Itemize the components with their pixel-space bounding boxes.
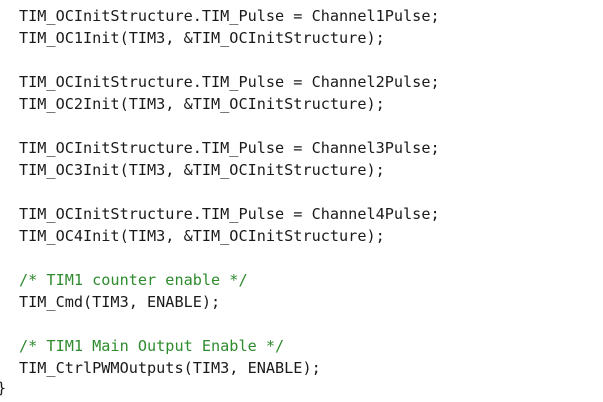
code-line: TIM_OC4Init(TIM3, &TIM_OCInitStructure); — [19, 227, 385, 245]
code-line: TIM_OCInitStructure.TIM_Pulse = Channel1… — [19, 7, 440, 25]
code-comment: /* TIM1 counter enable */ — [19, 271, 248, 289]
code-line: TIM_Cmd(TIM3, ENABLE); — [19, 293, 221, 311]
closing-brace: } — [0, 378, 6, 398]
code-line: TIM_OCInitStructure.TIM_Pulse = Channel4… — [19, 205, 440, 223]
code-line: TIM_OCInitStructure.TIM_Pulse = Channel2… — [19, 73, 440, 91]
code-line: TIM_OC3Init(TIM3, &TIM_OCInitStructure); — [19, 161, 385, 179]
code-line: TIM_OC2Init(TIM3, &TIM_OCInitStructure); — [19, 95, 385, 113]
code-comment: /* TIM1 Main Output Enable */ — [19, 337, 285, 355]
code-line: TIM_OC1Init(TIM3, &TIM_OCInitStructure); — [19, 29, 385, 47]
code-line: TIM_OCInitStructure.TIM_Pulse = Channel3… — [19, 139, 440, 157]
code-line: TIM_CtrlPWMOutputs(TIM3, ENABLE); — [19, 359, 321, 377]
